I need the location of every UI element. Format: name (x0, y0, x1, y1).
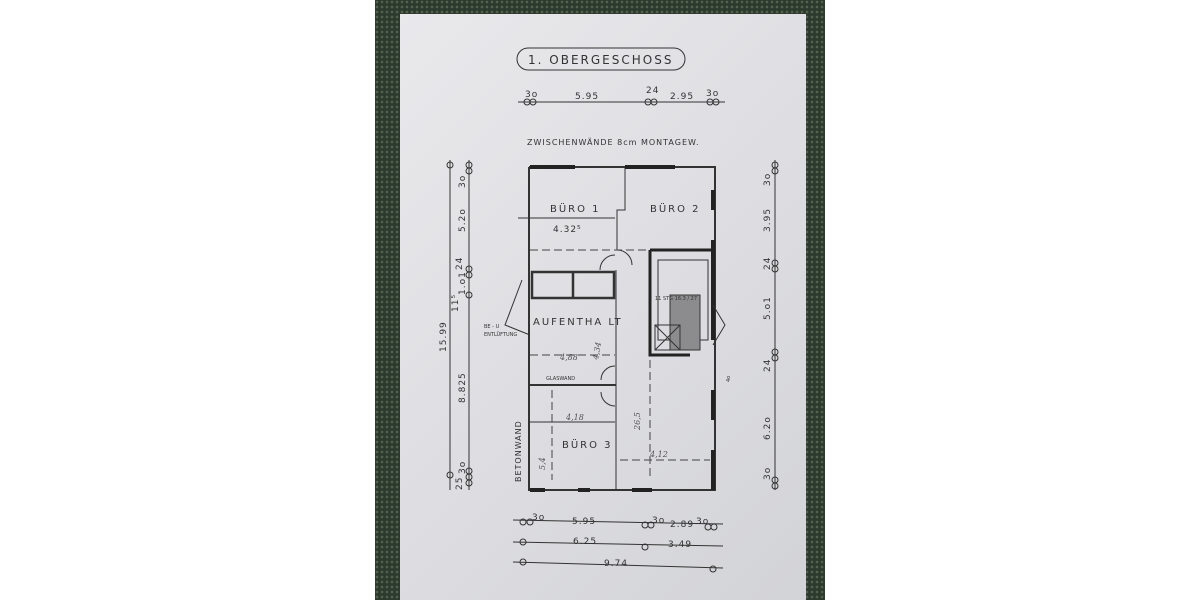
betonwand-label: BETONWAND (514, 420, 523, 482)
bottom-dim-line-2 (512, 541, 724, 547)
right-dim: 6.2o (763, 416, 773, 440)
left-dim: 8.825 (458, 372, 468, 403)
room-label-aufenthalt: AUFENTHA LT (533, 317, 623, 328)
room-dim: 4.32⁵ (553, 225, 582, 235)
left-dim: 11⁵ (451, 294, 461, 312)
right-dim: 3o (763, 173, 773, 186)
title-frame (516, 47, 686, 71)
bottom-dim: 2.89 (670, 520, 694, 530)
bottom-dim: 6.25 (573, 537, 597, 547)
bottom-dim: 5.95 (572, 517, 596, 527)
bottom-dim-markers (519, 518, 718, 573)
left-dim: 15.99 (439, 321, 449, 352)
bottom-dim: 3o (696, 517, 709, 527)
left-dim: 24 (455, 257, 465, 270)
top-dim: 3o (525, 90, 538, 100)
room-label-buero-1: BÜRO 1 (550, 202, 601, 215)
right-dim-markers (771, 161, 779, 490)
right-dim: 3o (763, 467, 773, 480)
bottom-dim: 3o (652, 516, 665, 526)
top-dim-markers (523, 98, 720, 106)
right-small-dim: 4o (726, 376, 732, 382)
handwritten-note: 4,18 (565, 413, 584, 422)
handwritten-note: 4,34 (591, 341, 603, 361)
top-dim: 3o (706, 89, 719, 99)
bottom-dim: 3.49 (668, 540, 692, 550)
walls (528, 165, 726, 492)
bottom-dim: 3o (532, 513, 545, 523)
bottom-dim-line-1 (512, 519, 724, 525)
left-dim: 3o (458, 175, 468, 188)
bottom-dim-line-3 (512, 561, 724, 569)
bottom-dim: 9.74 (604, 559, 628, 569)
right-dim: 24 (763, 257, 773, 270)
vent-label: ENTLÜFTUNG (484, 331, 517, 338)
handwritten-note: 4,88 (559, 353, 578, 362)
right-dim: 3.95 (763, 208, 773, 232)
left-dim: 3o (458, 461, 468, 474)
vent-label: BE - U (484, 324, 500, 330)
top-dim: 24 (646, 86, 659, 96)
handwritten-note: 5,4 (538, 457, 547, 470)
left-dims: 3o 5.2o 24 1.o1 11⁵ 15.99 8.825 3o 25 (439, 175, 468, 490)
left-dim: 5.2o (458, 208, 468, 232)
left-dim-markers (446, 161, 473, 487)
top-dim: 5.95 (575, 92, 599, 102)
top-dim: 2.95 (670, 92, 694, 102)
left-dim: 1.o1 (458, 271, 468, 295)
right-dim: 24 (763, 359, 773, 372)
room-label-buero-3: BÜRO 3 (562, 438, 613, 451)
room-label-buero-2: BÜRO 2 (650, 202, 701, 215)
paper-sheet (400, 14, 806, 600)
glaswand-label: GLASWAND (546, 376, 575, 382)
left-dim: 25 (455, 477, 465, 490)
wall-note: ZWISCHENWÄNDE 8cm MONTAGEW. (527, 137, 700, 147)
handwritten-note: 26,5 (633, 412, 642, 431)
handwritten-note: 4,12 (649, 450, 668, 459)
plan-title: 1. OBERGESCHOSS (528, 53, 673, 67)
right-dim: 5.o1 (763, 296, 773, 320)
stairs-label: 11 STG 16.3 / 27 (655, 296, 697, 302)
leader-line (504, 279, 531, 336)
